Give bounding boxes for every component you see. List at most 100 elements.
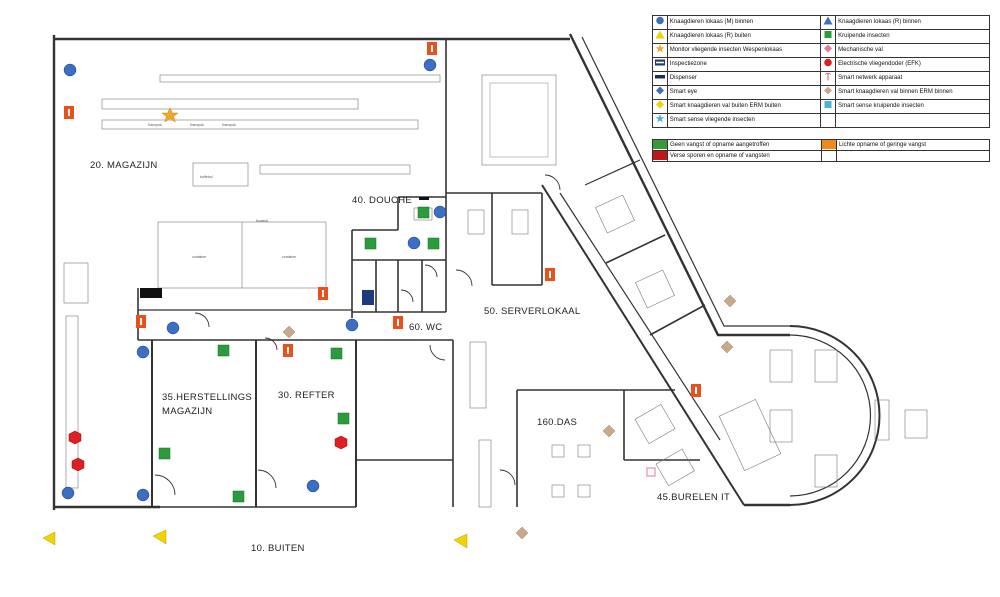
- antenna-icon: [136, 315, 146, 328]
- crawling-insect-icon: [217, 344, 230, 357]
- legend-symbol: [652, 99, 668, 114]
- status-swatch: [652, 150, 668, 163]
- crawling-insect-icon: [158, 447, 171, 460]
- rodent-bait-icon: [423, 58, 437, 72]
- legend-label: Smart sense kruipende insecten: [835, 99, 990, 114]
- label-herstellings-2: MAGAZIJN: [162, 406, 212, 417]
- mechanical-trap-icon[interactable]: [646, 467, 656, 477]
- label-burelen: 45.BURELEN IT: [657, 492, 730, 503]
- antenna-icon: [822, 72, 834, 83]
- red-circle-icon: [822, 58, 834, 69]
- legend-row: Knaagdieren lokaas (R) buiten Kruipende i…: [652, 29, 990, 44]
- legend-label: Smart eye: [666, 85, 822, 100]
- status-label: Geen vangst of opname aangetroffen: [667, 138, 822, 152]
- legend-label: Electrische vliegendoder (EFK): [835, 57, 990, 72]
- efk-icon: [71, 457, 85, 472]
- legend-row: Smart knaagdieren val buiten ERM buiten S…: [652, 99, 990, 114]
- svg-text:Kanopok: Kanopok: [190, 123, 204, 127]
- legend-symbol: [820, 15, 837, 30]
- status-label: [835, 150, 991, 163]
- color-swatch: [653, 151, 667, 161]
- dark-blue-bar-icon: [654, 75, 666, 83]
- legend-symbol: [820, 113, 837, 128]
- antenna-icon: [64, 106, 74, 119]
- legend-symbol: [820, 71, 837, 86]
- shelf-texts: Kanopok Kanopok Kanopok buffetrol flunst…: [148, 123, 297, 259]
- crawling-insect-icon: [417, 206, 430, 219]
- legend-row: Inspectiezone Electrische vliegendoder (E…: [652, 57, 990, 72]
- label-magazijn: 20. MAGAZIJN: [90, 160, 157, 171]
- status-swatch: [820, 138, 837, 152]
- antenna-icon: [427, 42, 437, 55]
- efk-icon: [68, 430, 82, 445]
- label-refter: 30. REFTER: [278, 390, 335, 401]
- rodent-bait-icon: [136, 488, 150, 502]
- legend-symbol: [820, 85, 837, 100]
- blue-circle-icon: [654, 16, 666, 27]
- legend-status-row: Verse sporen en opname of vangsten: [652, 150, 991, 163]
- legend-label: Knaagdieren lokaas (R) buiten: [666, 29, 822, 44]
- label-herstellings: 35.HERSTELLINGS: [162, 392, 252, 403]
- pink-diamond-icon: [822, 44, 834, 55]
- svg-text:flunstuk: flunstuk: [256, 219, 268, 223]
- inspection-zone-icon[interactable]: [362, 290, 374, 305]
- antenna-icon: [283, 344, 293, 357]
- legend-label: Smart knaagdieren val buiten ERM buiten: [666, 99, 822, 114]
- legend-symbol: [820, 43, 837, 58]
- legend-label: [835, 113, 990, 128]
- smart-trap-icon: [602, 424, 616, 438]
- legend-symbol: [820, 99, 837, 114]
- orange-star-icon: [654, 44, 666, 55]
- color-swatch: [653, 140, 667, 149]
- network-device-markers[interactable]: [64, 42, 701, 397]
- yellow-triangle-icon: [654, 30, 666, 41]
- smart-trap-icon: [282, 325, 296, 339]
- walls: [52, 33, 881, 510]
- svg-text:container: container: [192, 255, 207, 259]
- flying-insect-monitor-icon[interactable]: [161, 107, 179, 123]
- legend-symbol: [652, 113, 668, 128]
- status-swatch: [820, 150, 837, 163]
- legend-label: Smart sense vliegende insecten: [666, 113, 822, 128]
- furniture: [63, 74, 928, 508]
- smart-trap-markers[interactable]: [282, 294, 737, 540]
- legend-symbol: [820, 29, 837, 44]
- legend-label: Dispenser: [666, 71, 822, 86]
- dispenser-unit[interactable]: [140, 288, 162, 298]
- efk-markers[interactable]: [68, 430, 348, 472]
- legend-label: Knaagdieren lokaas (R) binnen: [835, 15, 990, 30]
- antenna-icon: [318, 287, 328, 300]
- legend-symbol: [652, 57, 668, 72]
- legend-symbol: [652, 85, 668, 100]
- doors: [154, 174, 561, 496]
- crawling-insect-markers[interactable]: [158, 206, 440, 503]
- smart-trap-icon: [515, 526, 529, 540]
- antenna-icon: [691, 384, 701, 397]
- svg-text:Kanopok: Kanopok: [222, 123, 236, 127]
- label-buiten: 10. BUITEN: [251, 543, 305, 554]
- rodent-bait-icon: [61, 486, 75, 500]
- legend-label: Inspectiezone: [666, 57, 822, 72]
- cyan-star-icon: [654, 114, 666, 125]
- blue-triangle-icon: [822, 16, 834, 27]
- svg-text:container: container: [282, 255, 297, 259]
- legend-label: Kruipende insecten: [835, 29, 990, 44]
- crawling-insect-icon: [330, 347, 343, 360]
- rodent-bait-icon: [166, 321, 180, 335]
- antenna-icon: [545, 268, 555, 281]
- door-bar: [419, 197, 429, 200]
- label-douche: 40. DOUCHE: [352, 195, 412, 206]
- green-square-icon: [822, 31, 834, 41]
- rodent-bait-icon: [433, 205, 447, 219]
- smart-trap-icon: [720, 340, 734, 354]
- navy-rectangle-icon: [654, 59, 666, 69]
- status-swatch: [652, 138, 668, 152]
- outdoor-bait-markers[interactable]: [42, 529, 468, 549]
- rodent-bait-markers[interactable]: [61, 58, 447, 502]
- crawling-insect-icon: [364, 237, 377, 250]
- efk-icon: [334, 435, 348, 450]
